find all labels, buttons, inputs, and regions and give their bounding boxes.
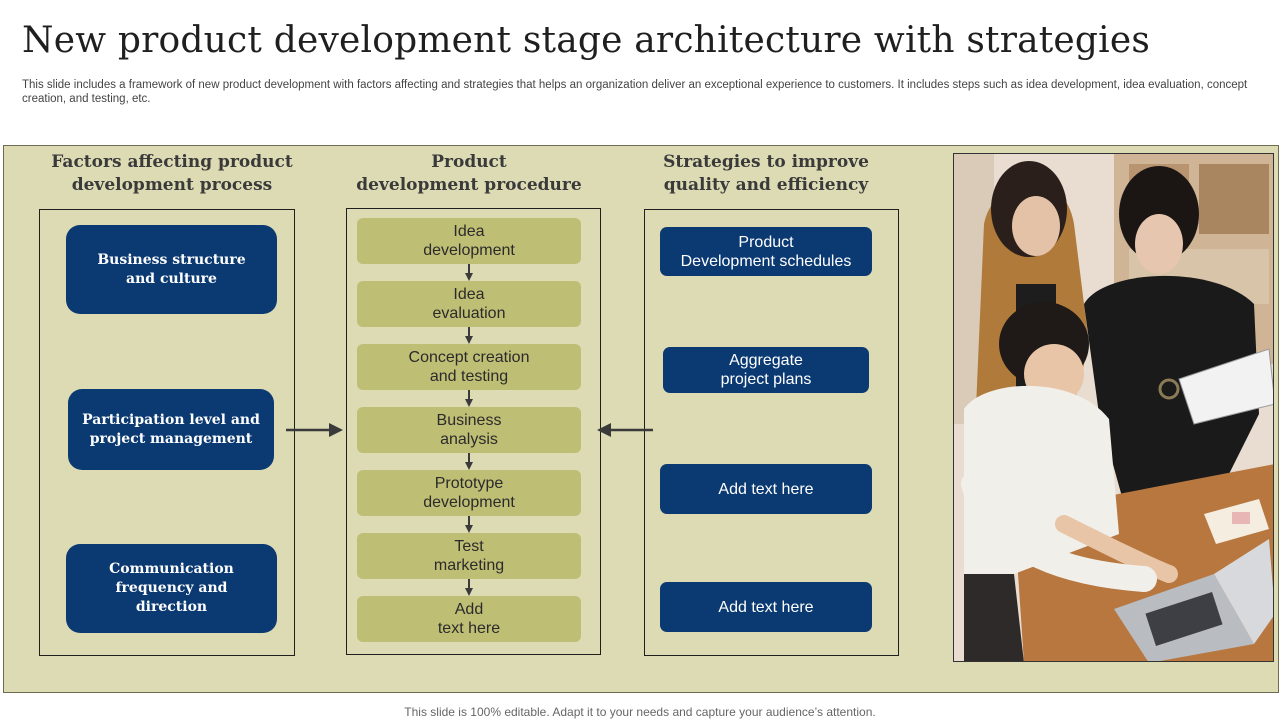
procedure-heading: Product development procedure bbox=[356, 152, 582, 195]
strategy-add-text-1: Add text here bbox=[660, 464, 872, 514]
factor-business-structure: Business structure and culture bbox=[66, 225, 277, 314]
strategies-box bbox=[644, 209, 899, 656]
step-test-marketing: Test marketing bbox=[357, 533, 581, 579]
factor-participation-level: Participation level and project manageme… bbox=[68, 389, 274, 470]
factor-communication: Communication frequency and direction bbox=[66, 544, 277, 633]
team-photo-icon bbox=[954, 154, 1273, 661]
step-concept-creation: Concept creation and testing bbox=[357, 344, 581, 390]
slide-subtitle: This slide includes a framework of new p… bbox=[22, 79, 1248, 105]
factors-heading: Factors affecting product development pr… bbox=[51, 152, 293, 195]
slide-footer: This slide is 100% editable. Adapt it to… bbox=[404, 705, 876, 719]
strategy-add-text-2: Add text here bbox=[660, 582, 872, 632]
step-idea-evaluation: Idea evaluation bbox=[357, 281, 581, 327]
step-idea-development: Idea development bbox=[357, 218, 581, 264]
strategy-aggregate-plans: Aggregate project plans bbox=[663, 347, 869, 393]
strategy-product-schedules: Product Development schedules bbox=[660, 227, 872, 276]
step-add-text: Add text here bbox=[357, 596, 581, 642]
slide-title: New product development stage architectu… bbox=[22, 20, 1151, 61]
step-business-analysis: Business analysis bbox=[357, 407, 581, 453]
strategies-heading: Strategies to improve quality and effici… bbox=[663, 152, 869, 195]
step-prototype-development: Prototype development bbox=[357, 470, 581, 516]
factors-box bbox=[39, 209, 295, 656]
team-photo bbox=[953, 153, 1274, 662]
